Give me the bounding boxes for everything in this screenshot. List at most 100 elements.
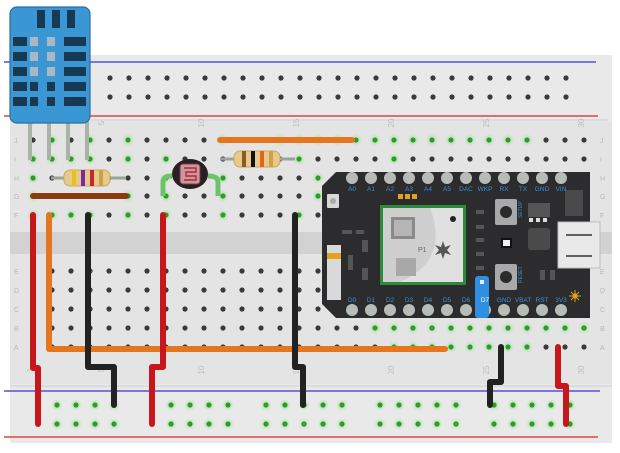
breadboard-hole[interactable] (201, 287, 207, 293)
rail-hole[interactable] (263, 421, 269, 427)
photon-pin-top[interactable] (460, 172, 472, 184)
photoresistor[interactable] (160, 159, 221, 196)
rail-hole[interactable] (320, 402, 326, 408)
breadboard-hole[interactable] (562, 344, 568, 350)
breadboard-hole[interactable] (429, 137, 435, 143)
photon-pin-top[interactable] (365, 172, 377, 184)
breadboard-hole[interactable] (68, 268, 74, 274)
photon-pin-bottom[interactable] (536, 304, 548, 316)
rail-hole[interactable] (377, 402, 383, 408)
rail-hole[interactable] (335, 94, 341, 100)
photon-pin-top[interactable] (479, 172, 491, 184)
breadboard-hole[interactable] (353, 325, 359, 331)
breadboard-hole[interactable] (239, 175, 245, 181)
rail-hole[interactable] (529, 421, 535, 427)
breadboard-hole[interactable] (106, 212, 112, 218)
breadboard-hole[interactable] (524, 137, 530, 143)
rail-hole[interactable] (468, 94, 474, 100)
particle-photon[interactable]: P1 SETUP RESET (322, 172, 601, 318)
rail-hole[interactable] (168, 421, 174, 427)
breadboard-hole[interactable] (258, 287, 264, 293)
breadboard-hole[interactable] (106, 306, 112, 312)
rail-hole[interactable] (335, 75, 341, 81)
rail-hole[interactable] (92, 402, 98, 408)
breadboard-hole[interactable] (448, 156, 454, 162)
rail-hole[interactable] (221, 94, 227, 100)
breadboard-hole[interactable] (448, 137, 454, 143)
rail-hole[interactable] (126, 94, 132, 100)
rail-hole[interactable] (563, 94, 569, 100)
breadboard-hole[interactable] (315, 325, 321, 331)
wire-black-2[interactable] (292, 212, 306, 408)
breadboard-hole[interactable] (258, 268, 264, 274)
breadboard-hole[interactable] (372, 325, 378, 331)
rail-hole[interactable] (221, 75, 227, 81)
rail-hole[interactable] (145, 94, 151, 100)
photon-pin-top[interactable] (555, 172, 567, 184)
breadboard-hole[interactable] (391, 325, 397, 331)
rail-hole[interactable] (111, 421, 117, 427)
breadboard-hole[interactable] (391, 137, 397, 143)
photon-pin-top[interactable] (536, 172, 548, 184)
breadboard-hole[interactable] (315, 268, 321, 274)
rail-hole[interactable] (525, 94, 531, 100)
breadboard-hole[interactable] (277, 268, 283, 274)
breadboard-hole[interactable] (258, 212, 264, 218)
rail-hole[interactable] (187, 421, 193, 427)
breadboard-hole[interactable] (144, 137, 150, 143)
breadboard-hole[interactable] (486, 137, 492, 143)
rail-hole[interactable] (354, 94, 360, 100)
breadboard-hole[interactable] (353, 156, 359, 162)
rail-hole[interactable] (107, 75, 113, 81)
rail-hole[interactable] (548, 402, 554, 408)
breadboard-hole[interactable] (201, 193, 207, 199)
breadboard-hole[interactable] (524, 156, 530, 162)
breadboard-hole[interactable] (125, 287, 131, 293)
rail-hole[interactable] (259, 94, 265, 100)
breadboard-hole[interactable] (239, 325, 245, 331)
photon-pin-bottom[interactable] (441, 304, 453, 316)
photon-pin-top[interactable] (384, 172, 396, 184)
photon-pin-bottom[interactable] (365, 304, 377, 316)
photon-pin-bottom[interactable] (517, 304, 529, 316)
breadboard-hole[interactable] (372, 137, 378, 143)
breadboard-hole[interactable] (277, 212, 283, 218)
breadboard-hole[interactable] (334, 156, 340, 162)
breadboard-hole[interactable] (467, 137, 473, 143)
breadboard-hole[interactable] (201, 306, 207, 312)
rail-hole[interactable] (164, 75, 170, 81)
rail-hole[interactable] (373, 94, 379, 100)
rail-hole[interactable] (411, 75, 417, 81)
breadboard-hole[interactable] (182, 325, 188, 331)
breadboard-hole[interactable] (125, 325, 131, 331)
photon-pin-top[interactable] (498, 172, 510, 184)
rail-hole[interactable] (187, 402, 193, 408)
breadboard-hole[interactable] (543, 156, 549, 162)
breadboard-hole[interactable] (220, 287, 226, 293)
rail-hole[interactable] (168, 402, 174, 408)
breadboard-hole[interactable] (239, 212, 245, 218)
breadboard-hole[interactable] (277, 193, 283, 199)
breadboard-hole[interactable] (524, 325, 530, 331)
breadboard-hole[interactable] (239, 268, 245, 274)
rail-hole[interactable] (202, 94, 208, 100)
breadboard-hole[interactable] (220, 268, 226, 274)
rail-hole[interactable] (453, 402, 459, 408)
breadboard-hole[interactable] (144, 212, 150, 218)
breadboard-hole[interactable] (182, 193, 188, 199)
breadboard-hole[interactable] (505, 344, 511, 350)
breadboard-hole[interactable] (410, 156, 416, 162)
rail-hole[interactable] (449, 75, 455, 81)
rail-hole[interactable] (377, 421, 383, 427)
rail-hole[interactable] (225, 421, 231, 427)
breadboard-hole[interactable] (581, 325, 587, 331)
photon-pin-top[interactable] (346, 172, 358, 184)
breadboard-hole[interactable] (239, 306, 245, 312)
rail-hole[interactable] (544, 94, 550, 100)
rail-hole[interactable] (396, 421, 402, 427)
breadboard-hole[interactable] (543, 325, 549, 331)
breadboard-hole[interactable] (68, 212, 74, 218)
breadboard-hole[interactable] (125, 268, 131, 274)
breadboard-hole[interactable] (239, 193, 245, 199)
rail-hole[interactable] (487, 94, 493, 100)
